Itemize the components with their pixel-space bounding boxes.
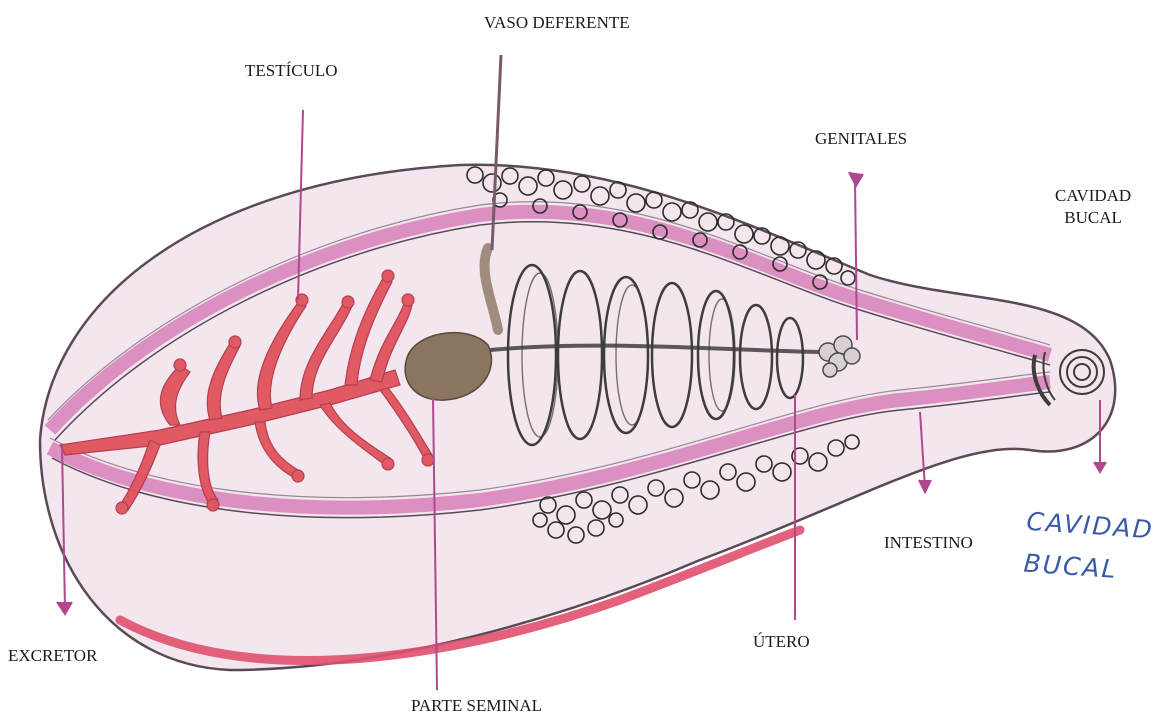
- label-excretor: EXCRETOR: [8, 645, 97, 667]
- label-utero: ÚTERO: [753, 631, 810, 653]
- label-cavidad-bucal: CAVIDAD BUCAL: [1055, 185, 1131, 229]
- body-outline: [40, 165, 1115, 670]
- handwritten-cavidad-bucal: CAVIDAD BUCAL: [1022, 501, 1155, 594]
- label-genitales: GENITALES: [815, 128, 907, 150]
- label-parte-seminal: PARTE SEMINAL: [411, 695, 542, 717]
- label-intestino: INTESTINO: [884, 532, 973, 554]
- label-testiculo: TESTÍCULO: [245, 60, 338, 82]
- label-vaso-deferente: VASO DEFERENTE: [484, 12, 630, 34]
